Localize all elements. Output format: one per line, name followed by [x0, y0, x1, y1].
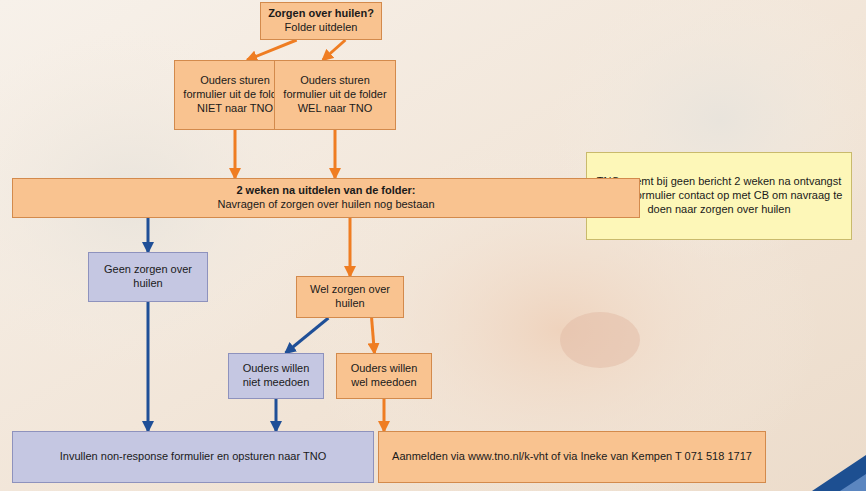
- outcome-box: Geen zorgen over huilen: [88, 252, 208, 302]
- flow-arrow: [275, 399, 278, 431]
- box-text: Zorgen over huilen?: [268, 7, 374, 21]
- logo-fragment: [812, 455, 866, 491]
- flow-arrow: [147, 218, 150, 252]
- box-text: 2 weken na uitdelen van de folder:: [236, 184, 415, 198]
- box-text: Ouders willen niet meedoen: [235, 362, 317, 390]
- box-text: Ouders willen wel meedoen: [343, 362, 425, 390]
- box-text: Invullen non-response formulier en opstu…: [60, 450, 326, 464]
- flow-arrow: [323, 40, 346, 60]
- flow-arrow: [372, 318, 375, 353]
- flow-arrow: [147, 302, 150, 431]
- check-band: 2 weken na uitdelen van de folder:Navrag…: [12, 178, 640, 218]
- box-text: Ouders sturen formulier uit de folder NI…: [181, 74, 289, 115]
- box-text: Geen zorgen over huilen: [95, 263, 201, 291]
- outcome-box: Ouders willen niet meedoen: [228, 353, 324, 399]
- box-text: Aanmelden via www.tno.nl/k-vht of via In…: [392, 450, 752, 464]
- flow-arrow: [234, 130, 237, 178]
- action-box: Invullen non-response formulier en opstu…: [12, 431, 374, 483]
- flow-arrow: [286, 318, 329, 353]
- outcome-box: Wel zorgen over huilen: [296, 276, 404, 318]
- box-text: Ouders sturen formulier uit de folder WE…: [281, 74, 389, 115]
- logo-fragment: [840, 474, 866, 491]
- flow-arrow: [349, 218, 352, 276]
- process-box: Ouders sturen formulier uit de folder WE…: [274, 60, 396, 130]
- box-text: Navragen of zorgen over huilen nog besta…: [217, 198, 434, 212]
- start-box: Zorgen over huilen?Folder uitdelen: [260, 2, 382, 40]
- flow-arrow: [247, 40, 296, 60]
- flow-arrow: [383, 399, 386, 431]
- flow-arrow: [334, 130, 337, 178]
- outcome-box: Ouders willen wel meedoen: [336, 353, 432, 399]
- box-text: Wel zorgen over huilen: [303, 283, 397, 311]
- box-text: Folder uitdelen: [285, 21, 358, 35]
- action-box: Aanmelden via www.tno.nl/k-vht of via In…: [378, 431, 766, 483]
